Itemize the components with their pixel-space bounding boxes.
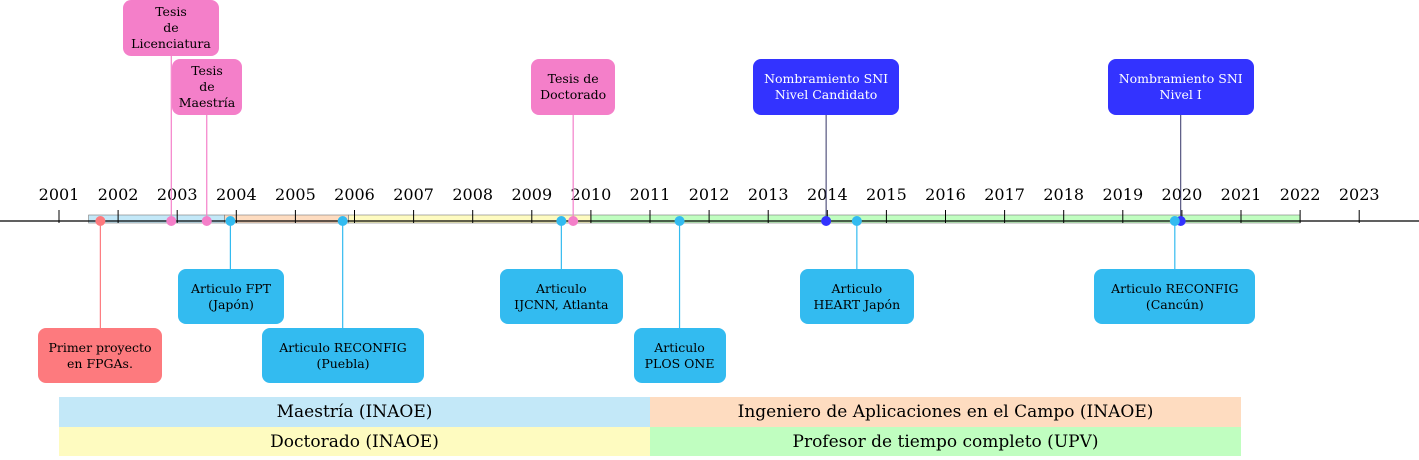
event-articulo-reconfig-puebla: Articulo RECONFIG (Puebla): [262, 328, 424, 383]
event-label: Articulo HEART Japón: [813, 280, 901, 312]
period-bands: [88, 214, 1301, 224]
event-articulo-fpt: Articulo FPT (Japón): [178, 269, 284, 324]
year-label: 2003: [157, 185, 198, 204]
year-label: 2014: [807, 185, 848, 204]
event-label: Nombramiento SNI Nivel I: [1118, 71, 1243, 102]
event-sni-nivel-1: Nombramiento SNI Nivel I: [1107, 59, 1254, 115]
event-articulo-plos-one: Articulo PLOS ONE: [633, 328, 726, 383]
event-label: Tesis de Licenciatura: [131, 4, 211, 51]
year-label: 2021: [1221, 185, 1262, 204]
event-dot: [568, 216, 579, 226]
event-label: Primer proyecto en FPGAs.: [48, 339, 152, 371]
event-articulo-heart: Articulo HEART Japón: [799, 269, 914, 324]
event-articulo-ijcnn: Articulo IJCNN, Atlanta: [499, 269, 623, 324]
year-label: 2002: [98, 185, 139, 204]
year-label: 2022: [1280, 185, 1321, 204]
event-dot: [201, 216, 212, 226]
event-dot: [95, 216, 106, 226]
year-label: 2011: [630, 185, 671, 204]
event-tesis-doctorado: Tesis de Doctorado: [531, 59, 616, 115]
event-label: Tesis de Doctorado: [540, 71, 607, 102]
year-label: 2004: [216, 185, 257, 204]
event-label: Tesis de Maestría: [178, 63, 236, 110]
year-label: 2005: [275, 185, 316, 204]
event-tesis-maestria: Tesis de Maestría: [172, 59, 242, 115]
period-band: [224, 214, 349, 224]
event-primer-proyecto: Primer proyecto en FPGAs.: [38, 328, 162, 383]
event-dot: [851, 216, 862, 226]
year-label: 2008: [452, 185, 493, 204]
year-ticks: 2001 2002 2003 2004 2005 2006 2007 2008 2009 2010…: [39, 185, 1380, 223]
year-label: 2012: [689, 185, 730, 204]
year-label: 2007: [393, 185, 434, 204]
event-dot: [166, 216, 177, 226]
event-sni-candidato: Nombramiento SNI Nivel Candidato: [753, 59, 900, 115]
event-label: Articulo RECONFIG (Cancún): [1111, 280, 1239, 312]
legend-profesor: Profesor de tiempo completo (UPV): [650, 427, 1241, 456]
year-label: 2001: [39, 185, 80, 204]
event-articulo-reconfig-cancun: Articulo RECONFIG (Cancún): [1094, 269, 1256, 324]
legend-maestria: Maestría (INAOE): [59, 397, 650, 427]
year-label: 2006: [334, 185, 375, 204]
event-label: Articulo RECONFIG (Puebla): [279, 339, 407, 371]
year-label: 2015: [866, 185, 907, 204]
event-dot: [225, 216, 236, 226]
year-label: 2009: [511, 185, 552, 204]
year-label: 2017: [984, 185, 1025, 204]
year-label: 2019: [1102, 185, 1143, 204]
legend-label: Ingeniero de Aplicaciones en el Campo (I…: [737, 402, 1154, 422]
legend-label: Maestría (INAOE): [276, 402, 433, 422]
event-dot: [1169, 216, 1180, 226]
event-connectors: [99, 56, 1182, 328]
legend-doctorado: Doctorado (INAOE): [59, 427, 650, 456]
event-dot: [821, 216, 832, 226]
event-dot: [674, 216, 685, 226]
legend-ingeniero: Ingeniero de Aplicaciones en el Campo (I…: [650, 397, 1241, 427]
year-label: 2020: [1162, 185, 1203, 204]
event-dots: [95, 216, 1186, 226]
event-tesis-licenciatura: Tesis de Licenciatura: [123, 0, 219, 56]
year-label: 2010: [571, 185, 612, 204]
event-label: Articulo PLOS ONE: [644, 339, 715, 371]
legend-label: Doctorado (INAOE): [270, 431, 439, 452]
year-label: 2023: [1339, 185, 1380, 204]
event-dot: [556, 216, 567, 226]
year-label: 2018: [1043, 185, 1084, 204]
year-label: 2016: [925, 185, 966, 204]
event-dot: [337, 216, 348, 226]
event-label: Articulo FPT (Japón): [191, 280, 271, 312]
year-label: 2013: [748, 185, 789, 204]
period-band: [348, 214, 592, 224]
event-label: Articulo IJCNN, Atlanta: [514, 280, 609, 312]
event-label: Nombramiento SNI Nivel Candidato: [764, 71, 889, 102]
legend-label: Profesor de tiempo completo (UPV): [792, 431, 1099, 452]
